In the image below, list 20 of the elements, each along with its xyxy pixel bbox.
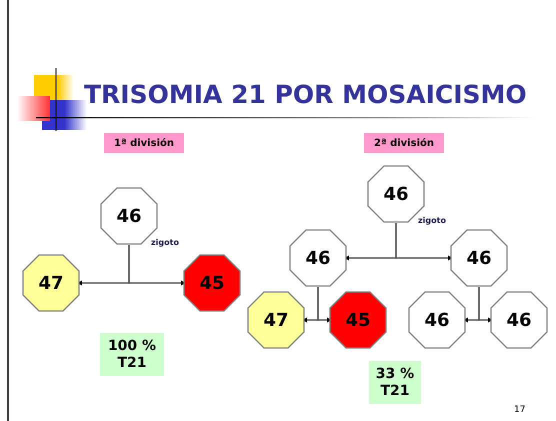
heading-tag: 2ª división [364,133,444,153]
cell-octagon: 46 [490,291,548,349]
slide-title: TRISOMIA 21 POR MOSAICISMO [84,80,527,110]
cell-octagon: 46 [408,291,466,349]
node-caption: zigoto [418,215,446,227]
cell-octagon: 46 [450,229,508,287]
cell-octagon: 46 [289,229,347,287]
node-caption: zigoto [151,237,179,249]
arrow [478,287,493,322]
heading-tag: 1ª división [104,133,184,153]
cell-octagon: 47 [22,254,80,312]
arrow [317,287,332,322]
arrow [395,223,453,260]
result-box: 100 % T21 [100,333,164,376]
result-box: 33 % T21 [369,361,421,404]
cell-octagon: 45 [183,254,241,312]
cell-octagon: 45 [329,291,387,349]
cell-octagon: 47 [247,291,305,349]
page-number: 17 [514,404,526,417]
arrow [128,245,186,286]
